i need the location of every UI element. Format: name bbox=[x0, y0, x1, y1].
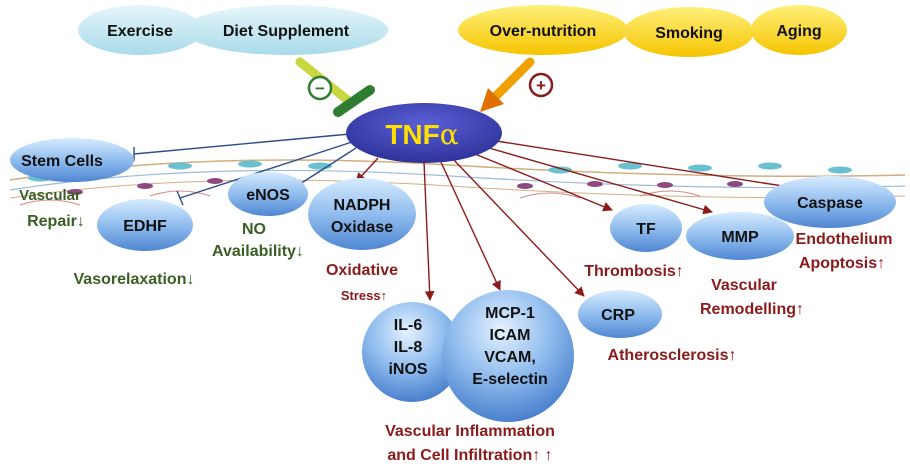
il-group-node: IL-6 IL-8 iNOS bbox=[362, 302, 462, 402]
red-outcomes: Oxidative Stress↑ Thrombosis↑ Vascular R… bbox=[326, 231, 892, 464]
endothelium-apoptosis-label-2: Apoptosis↑ bbox=[799, 255, 885, 272]
tnf-label: TNF bbox=[385, 119, 439, 150]
mmp-label: MMP bbox=[721, 229, 759, 246]
vascular-inflammation-label-2: and Cell Infiltration↑ ↑ bbox=[387, 447, 552, 464]
promoter-group: Over-nutrition Smoking Aging bbox=[458, 5, 847, 57]
smoking-ellipse bbox=[624, 7, 754, 57]
inhibitor-group: Exercise Diet Supplement bbox=[78, 5, 388, 55]
activation-arrow: + bbox=[480, 57, 554, 112]
vascular-remodelling-label-1: Vascular bbox=[711, 277, 777, 294]
e-selectin-label: E-selectin bbox=[472, 371, 548, 388]
plus-sign-icon bbox=[528, 72, 554, 98]
exercise-ellipse bbox=[78, 5, 202, 55]
tnf-alpha-node: TNFα bbox=[346, 103, 502, 163]
aging-label: Aging bbox=[776, 23, 821, 40]
atherosclerosis-label: Atherosclerosis↑ bbox=[608, 347, 737, 364]
il-8-label: IL-8 bbox=[394, 339, 423, 356]
over-nutrition-label: Over-nutrition bbox=[490, 23, 597, 40]
green-outcomes: Vascular Repair↓ NO Availability↓ Vasore… bbox=[19, 187, 304, 288]
oxidative-stress-label-1: Oxidative bbox=[326, 262, 398, 279]
thrombosis-label: Thrombosis↑ bbox=[584, 263, 684, 280]
caspase-node: Caspase bbox=[764, 176, 896, 228]
mmp-node: MMP bbox=[686, 212, 794, 260]
vascular-repair-label-1: Vascular bbox=[19, 187, 81, 204]
nadph-label-2: Oxidase bbox=[331, 219, 393, 236]
over-nutrition-ellipse bbox=[458, 5, 628, 55]
icam-label: ICAM bbox=[490, 327, 531, 344]
minus-sign-icon bbox=[307, 75, 333, 101]
tf-label: TF bbox=[636, 221, 656, 238]
plus-sign-label: + bbox=[536, 76, 546, 95]
inhibition-t-bar: − bbox=[295, 57, 375, 117]
tnf-alpha-symbol: α bbox=[440, 118, 459, 151]
exercise-label: Exercise bbox=[107, 23, 173, 40]
diet-supplement-ellipse bbox=[184, 5, 388, 55]
vascular-remodelling-label-2: Remodelling↑ bbox=[700, 301, 804, 318]
stem-cells-node: Stem Cells bbox=[10, 138, 134, 182]
no-availability-label-2: Availability↓ bbox=[212, 243, 304, 260]
vasorelaxation-label: Vasorelaxation↓ bbox=[74, 271, 195, 288]
smoking-label: Smoking bbox=[655, 25, 723, 42]
edhf-label: EDHF bbox=[123, 218, 167, 235]
enos-node: eNOS bbox=[228, 172, 308, 216]
svg-text:TNFα: TNFα bbox=[385, 118, 458, 151]
caspase-label: Caspase bbox=[797, 195, 863, 212]
inos-label: iNOS bbox=[388, 361, 427, 378]
il-6-label: IL-6 bbox=[394, 317, 423, 334]
oxidative-stress-label-2: Stress↑ bbox=[341, 288, 387, 303]
diet-supplement-label: Diet Supplement bbox=[223, 23, 350, 40]
vcam-label: VCAM, bbox=[484, 349, 536, 366]
nadph-label-1: NADPH bbox=[334, 197, 391, 214]
activation-lines bbox=[355, 139, 809, 301]
aging-ellipse bbox=[751, 5, 847, 55]
minus-sign-label: − bbox=[315, 79, 325, 98]
stem-cells-label: Stem Cells bbox=[21, 153, 103, 170]
vascular-repair-label-2: Repair↓ bbox=[27, 213, 85, 230]
tf-node: TF bbox=[610, 204, 682, 252]
mcp-1-label: MCP-1 bbox=[485, 305, 535, 322]
enos-label: eNOS bbox=[246, 187, 290, 204]
no-availability-label-1: NO bbox=[242, 221, 266, 238]
mcp-group-node: MCP-1 ICAM VCAM, E-selectin bbox=[442, 290, 574, 422]
crp-node: CRP bbox=[578, 290, 662, 338]
crp-label: CRP bbox=[601, 307, 635, 324]
nadph-oxidase-node: NADPH Oxidase bbox=[308, 178, 416, 250]
edhf-node: EDHF bbox=[97, 199, 193, 251]
inhibition-lines bbox=[133, 133, 357, 206]
endothelium-apoptosis-label-1: Endothelium bbox=[796, 231, 893, 248]
vascular-inflammation-label-1: Vascular Inflammation bbox=[385, 423, 555, 440]
